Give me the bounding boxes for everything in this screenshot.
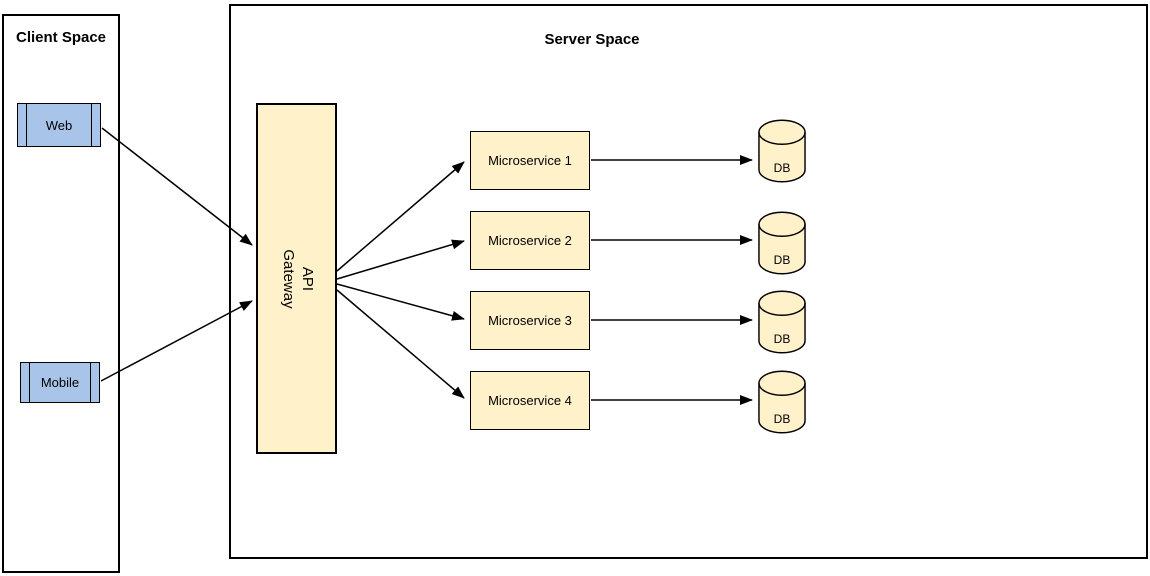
mobile-label: Mobile xyxy=(40,375,80,390)
node-api-gateway[interactable]: API Gateway xyxy=(256,103,337,454)
database-cylinder-icon xyxy=(758,290,806,354)
node-db-2[interactable]: DB xyxy=(758,210,806,276)
edge-gateway-to-microservice-3[interactable] xyxy=(336,283,465,321)
api-gateway-label: API Gateway xyxy=(279,248,316,309)
client-space-label: Client Space xyxy=(15,29,107,46)
microservice-4-label: Microservice 4 xyxy=(488,393,572,408)
edge-web-to-gateway[interactable] xyxy=(101,127,253,246)
node-web[interactable]: Web xyxy=(17,103,101,147)
web-label: Web xyxy=(45,117,73,133)
node-mobile[interactable]: Mobile xyxy=(20,362,100,403)
database-cylinder-icon xyxy=(758,211,806,275)
db-3-label: DB xyxy=(773,332,791,346)
node-db-3[interactable]: DB xyxy=(758,289,806,355)
process-bar-right xyxy=(90,363,91,402)
process-bar-right xyxy=(91,104,92,146)
db-4-label: DB xyxy=(773,412,791,426)
microservice-2-label: Microservice 2 xyxy=(488,233,572,248)
edge-gateway-to-microservice-1[interactable] xyxy=(336,161,465,272)
edge-gateway-to-microservice-2[interactable] xyxy=(336,239,465,280)
db-1-label: DB xyxy=(773,161,791,175)
edge-gateway-to-microservice-4[interactable] xyxy=(336,289,465,399)
db-2-label: DB xyxy=(773,253,791,267)
node-microservice-4[interactable]: Microservice 4 xyxy=(470,371,590,430)
container-server-space[interactable]: Server Space xyxy=(229,4,1148,559)
server-space-label: Server Space xyxy=(544,31,640,48)
node-microservice-1[interactable]: Microservice 1 xyxy=(470,131,590,190)
microservice-1-label: Microservice 1 xyxy=(488,153,572,168)
edge-mobile-to-gateway[interactable] xyxy=(100,300,253,382)
database-cylinder-icon xyxy=(758,119,806,183)
node-microservice-2[interactable]: Microservice 2 xyxy=(470,211,590,270)
container-client-space[interactable]: Client Space xyxy=(2,14,120,573)
process-bar-left xyxy=(26,104,27,146)
microservice-3-label: Microservice 3 xyxy=(488,313,572,328)
node-microservice-3[interactable]: Microservice 3 xyxy=(470,291,590,350)
database-cylinder-icon xyxy=(758,370,806,434)
process-bar-left xyxy=(29,363,30,402)
node-db-1[interactable]: DB xyxy=(758,118,806,184)
node-db-4[interactable]: DB xyxy=(758,369,806,435)
